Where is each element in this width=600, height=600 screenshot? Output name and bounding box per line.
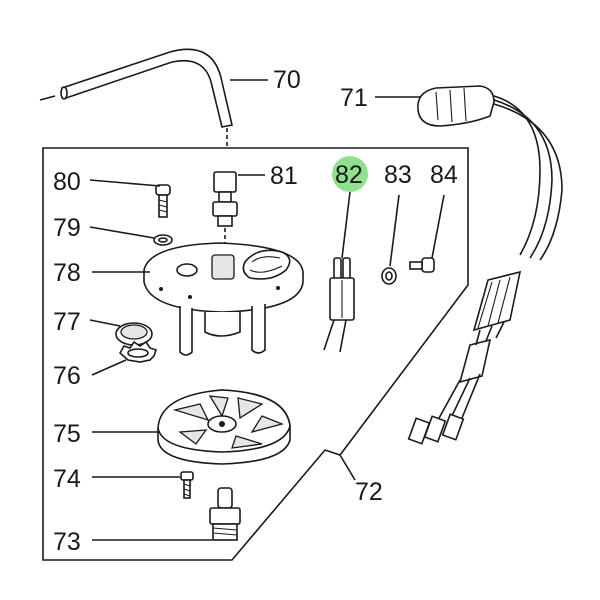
label-82: 82: [335, 161, 363, 189]
label-73: 73: [53, 528, 81, 556]
label-70: 70: [273, 66, 301, 94]
part-72-connectors: [407, 270, 522, 445]
label-74: 74: [53, 465, 81, 493]
part-73-fitting: [209, 487, 241, 541]
label-84: 84: [430, 161, 458, 189]
label-77: 77: [53, 308, 81, 336]
part-70-tube: [39, 48, 233, 148]
label-81: 81: [270, 162, 298, 190]
part-80-screw: [155, 184, 171, 218]
leader-77: [89, 319, 121, 327]
label-71: 71: [340, 84, 368, 112]
part-79-washer: [153, 234, 173, 246]
label-78: 78: [53, 259, 81, 287]
part-83-washer: [381, 267, 397, 285]
leader-83: [389, 194, 400, 267]
label-83: 83: [384, 161, 412, 189]
part-81-fitting: [212, 171, 238, 252]
label-72: 72: [355, 478, 383, 506]
label-80: 80: [53, 168, 81, 196]
part-76-toothed-washer: [118, 340, 158, 363]
leader-79: [89, 226, 155, 239]
leader-76: [91, 359, 127, 376]
label-76: 76: [53, 362, 81, 390]
highlight-82: [332, 156, 368, 192]
part-77-cap: [115, 322, 153, 346]
label-75: 75: [53, 420, 81, 448]
leader-84: [431, 194, 445, 259]
part-75-impeller: [157, 389, 291, 465]
part-74-screw: [180, 471, 194, 499]
part-71-cable: [417, 85, 563, 261]
leader-80: [89, 179, 161, 187]
part-78-plate: [143, 242, 304, 356]
part-84-screw: [409, 257, 435, 273]
leader-72: [339, 454, 356, 481]
assembly-frame: [42, 147, 469, 561]
part-82-electrode: [323, 257, 355, 353]
label-79: 79: [53, 214, 81, 242]
leader-82: [341, 191, 351, 259]
